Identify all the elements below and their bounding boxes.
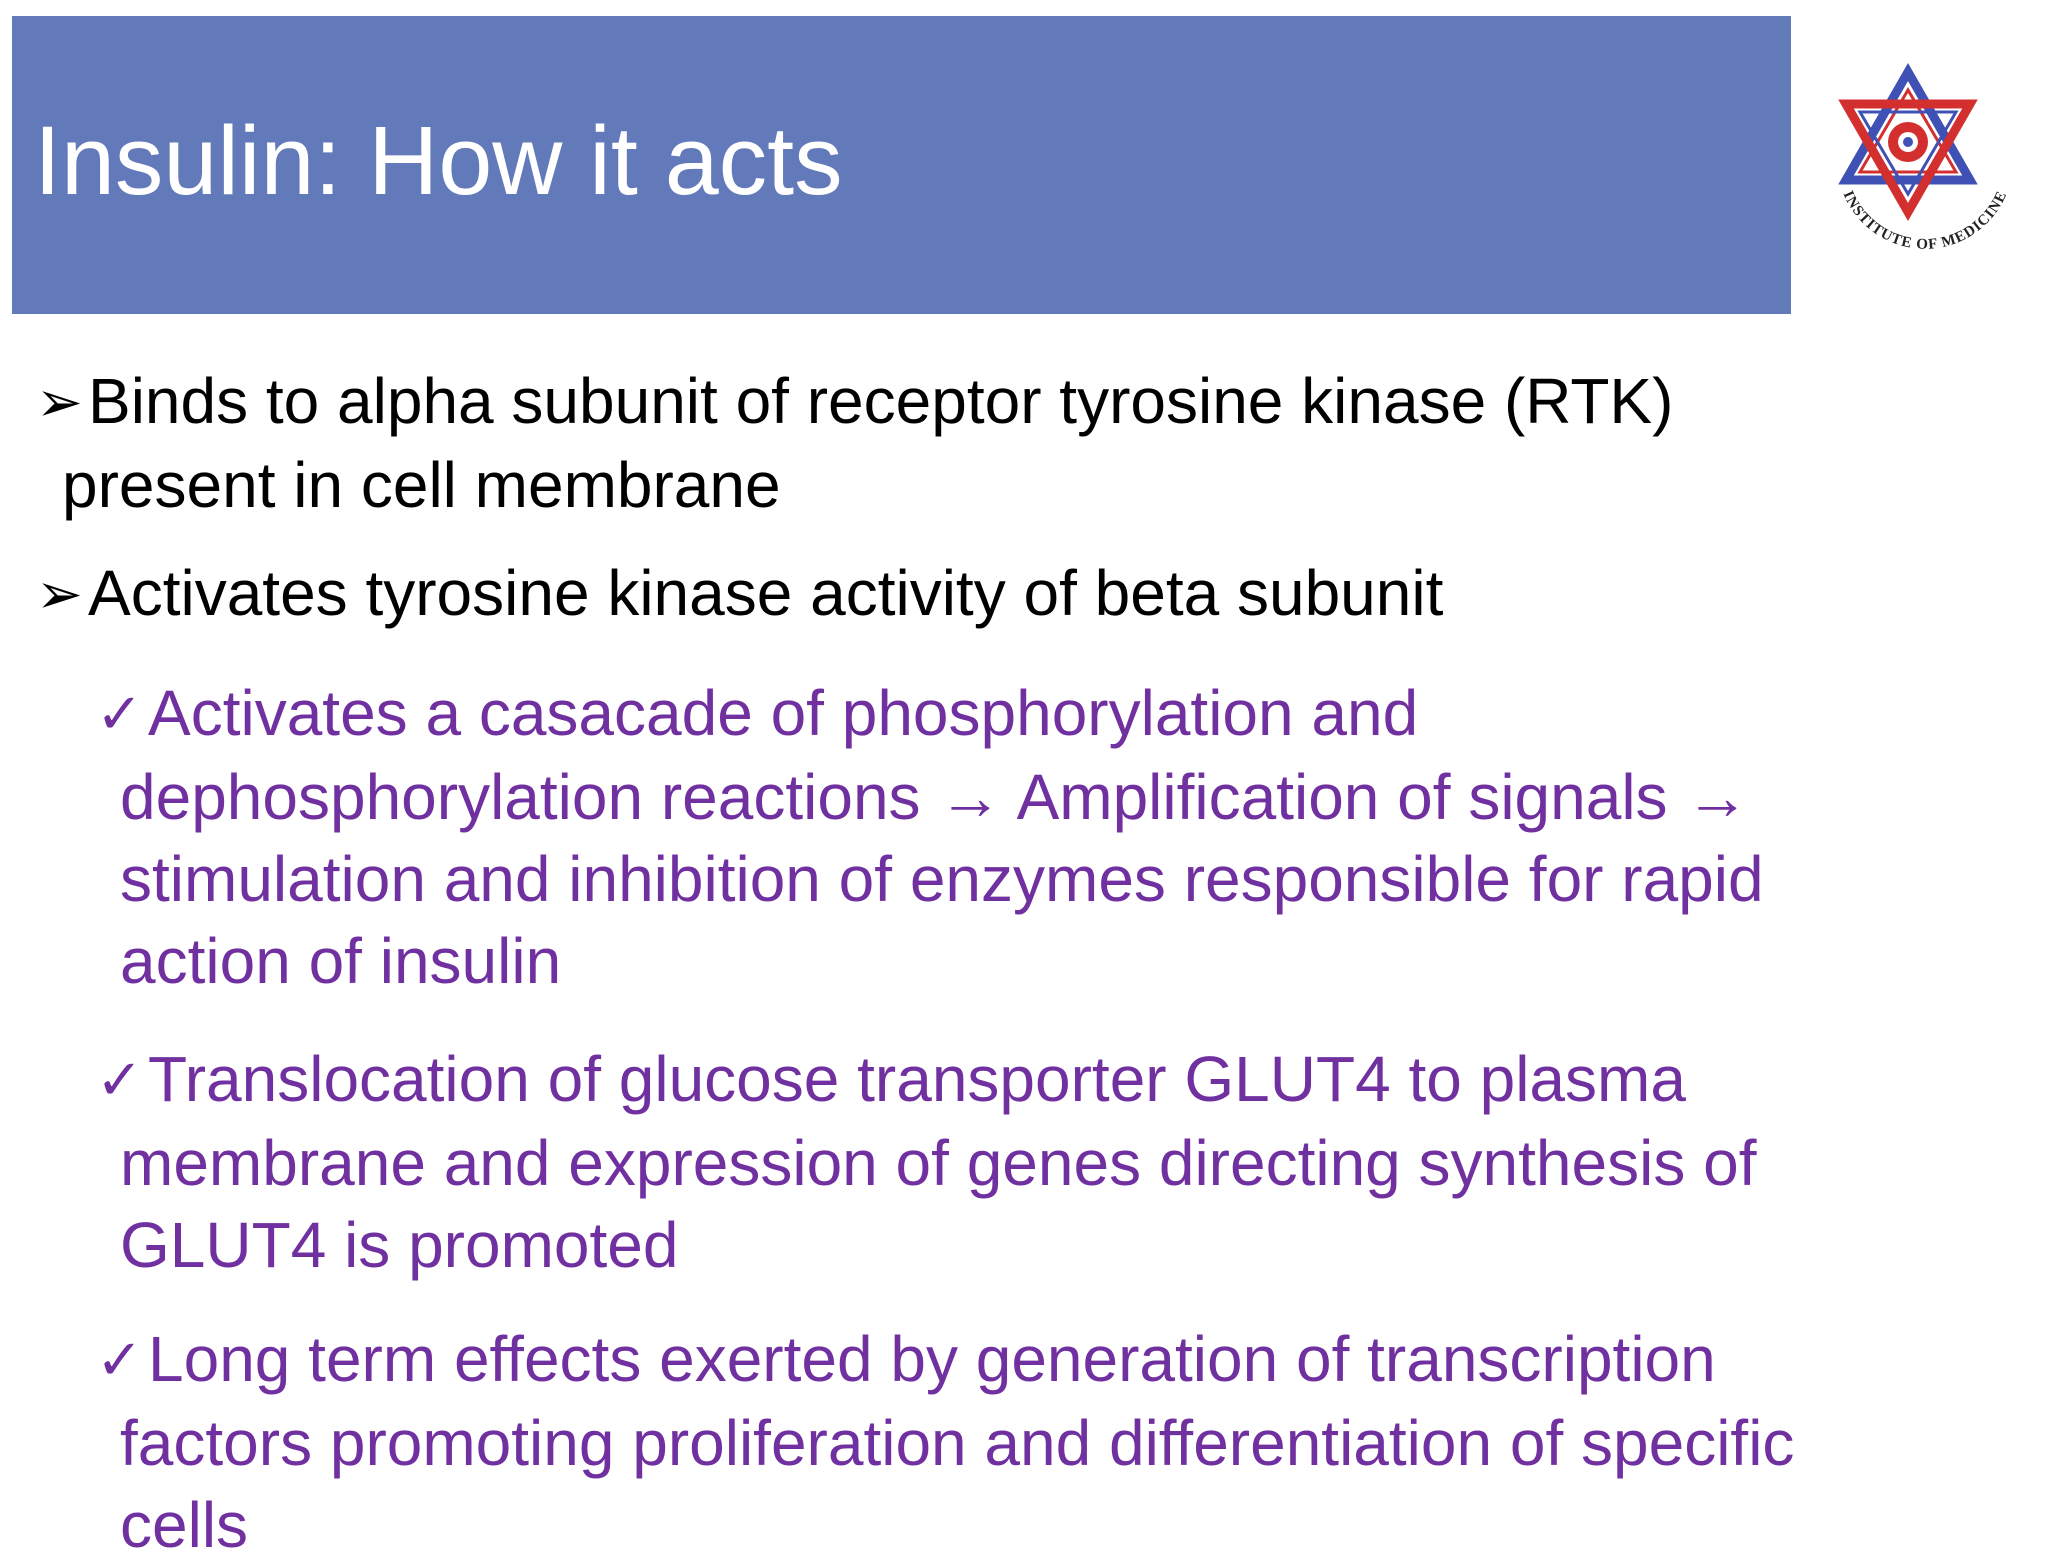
sub-bullet-2: ✓Translocation of glucose transporter GL… bbox=[96, 1038, 1956, 1286]
bullet-2-line-1: Activates tyrosine kinase activity of be… bbox=[88, 557, 1444, 629]
sub-bullet-1: ✓Activates a casacade of phosphorylation… bbox=[96, 672, 1956, 1002]
sub-bullet-3-line-2: factors promoting proliferation and diff… bbox=[120, 1407, 1795, 1479]
sub-bullet-1-line-1: Activates a casacade of phosphorylation … bbox=[148, 677, 1419, 749]
sub-bullet-1-line-3: stimulation and inhibition of enzymes re… bbox=[120, 843, 1764, 915]
sub-bullet-2-line-1: Translocation of glucose transporter GLU… bbox=[148, 1043, 1686, 1115]
sub-bullet-2-line-3: GLUT4 is promoted bbox=[120, 1209, 679, 1281]
logo-text: INSTITUTE OF MEDICINE bbox=[1840, 188, 2010, 252]
arrow-bullet-icon: ➢ bbox=[36, 562, 83, 627]
bullet-1-line-1: Binds to alpha subunit of receptor tyros… bbox=[88, 365, 1674, 437]
check-bullet-icon: ✓ bbox=[96, 682, 143, 747]
sub-bullet-1-line-4: action of insulin bbox=[120, 925, 562, 997]
bullet-2: ➢Activates tyrosine kinase activity of b… bbox=[36, 552, 1936, 636]
institute-of-medicine-logo-icon: INSTITUTE OF MEDICINE bbox=[1838, 62, 2011, 253]
sub-bullet-3-line-3: cells bbox=[120, 1489, 249, 1561]
check-bullet-icon: ✓ bbox=[96, 1048, 143, 1113]
arrow-bullet-icon: ➢ bbox=[36, 370, 83, 435]
bullet-1: ➢Binds to alpha subunit of receptor tyro… bbox=[36, 360, 1936, 526]
check-bullet-icon: ✓ bbox=[96, 1328, 143, 1393]
sub-bullet-1-line-2: dephosphorylation reactions → Amplificat… bbox=[120, 761, 1750, 833]
sub-bullet-3: ✓Long term effects exerted by generation… bbox=[96, 1318, 1956, 1566]
title-bar: Insulin: How it acts bbox=[12, 16, 1791, 314]
sub-bullet-2-line-2: membrane and expression of genes directi… bbox=[120, 1127, 1757, 1199]
svg-text:INSTITUTE OF MEDICINE: INSTITUTE OF MEDICINE bbox=[1840, 188, 2011, 252]
sub-bullet-3-line-1: Long term effects exerted by generation … bbox=[148, 1323, 1716, 1395]
bullet-1-line-2: present in cell membrane bbox=[62, 449, 781, 521]
slide-title: Insulin: How it acts bbox=[34, 106, 843, 215]
